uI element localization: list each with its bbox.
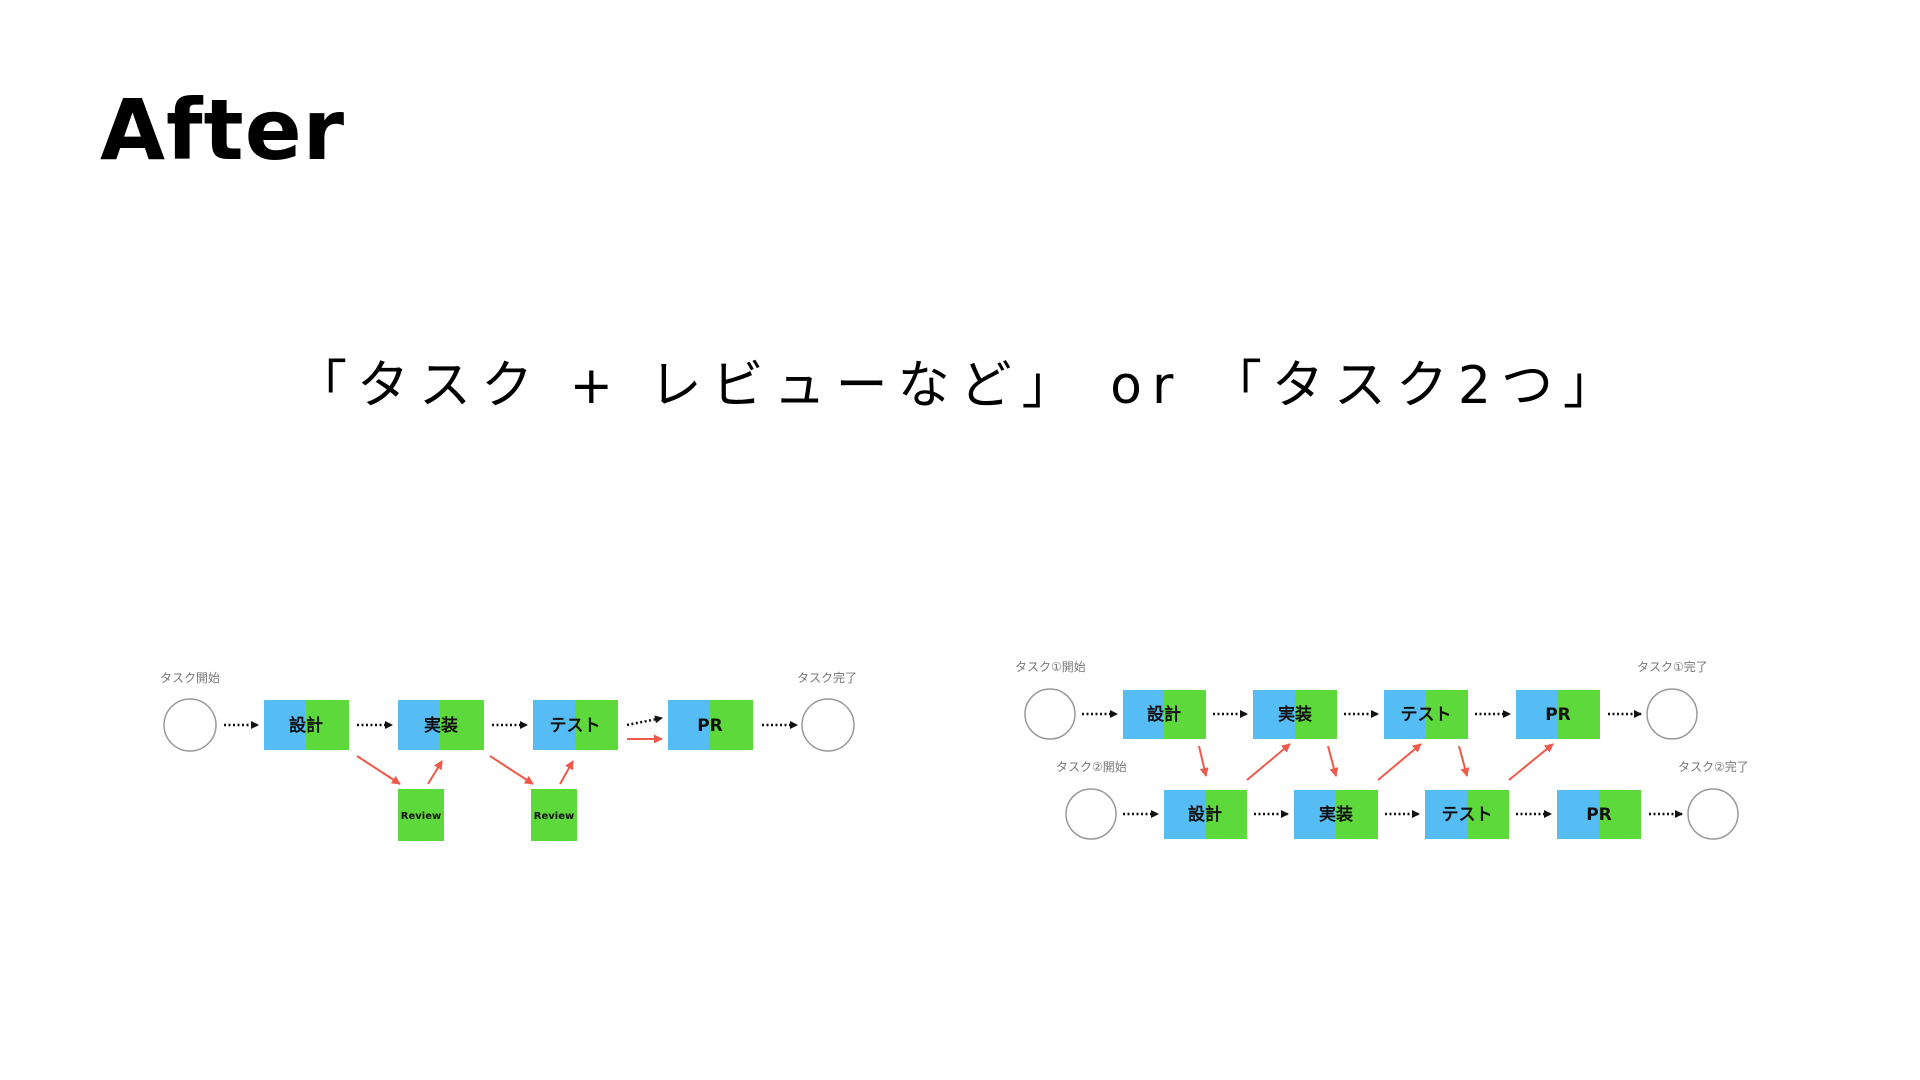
step-label: PR xyxy=(1545,705,1571,725)
task-end-label: タスク完了 xyxy=(797,670,857,685)
step-label: PR xyxy=(1586,805,1612,825)
review-label: Review xyxy=(534,811,574,822)
review-arrow xyxy=(356,755,401,785)
task-end-node xyxy=(801,698,855,752)
review-arrow xyxy=(427,760,443,785)
review-box-1: Review xyxy=(398,789,444,841)
review-label: Review xyxy=(401,811,441,822)
task2-step-pr: PR xyxy=(1557,790,1641,839)
task2-end-label: タスク②完了 xyxy=(1678,759,1749,774)
task2-start-label: タスク②開始 xyxy=(1056,760,1127,774)
cross-arrow xyxy=(1458,745,1470,777)
step-label: 設計 xyxy=(289,715,323,736)
flow-arrow xyxy=(626,715,663,727)
step-pr: PR xyxy=(668,700,753,750)
task2-start-node xyxy=(1065,788,1117,840)
cross-arrow xyxy=(1508,743,1554,781)
task1-start-label: タスク①開始 xyxy=(1015,660,1086,674)
task2-step-implement: 実装 xyxy=(1294,790,1378,839)
step-implement: 実装 xyxy=(398,700,484,750)
step-label: 設計 xyxy=(1188,804,1222,825)
review-box-2: Review xyxy=(531,789,577,841)
cross-arrow xyxy=(1198,745,1209,777)
step-label: 設計 xyxy=(1147,704,1181,725)
slide-subtitle: 「タスク + レビューなど」 or 「タスク2つ」 xyxy=(295,356,1625,416)
task1-step-implement: 実装 xyxy=(1253,690,1337,739)
task2-step-design: 設計 xyxy=(1164,790,1247,839)
slide-title: After xyxy=(100,81,346,179)
task1-step-test: テスト xyxy=(1384,690,1468,739)
flow-arrows xyxy=(224,715,798,729)
task2-step-test: テスト xyxy=(1425,790,1509,839)
task-start-label: タスク開始 xyxy=(160,671,220,685)
step-label: 実装 xyxy=(424,715,458,736)
step-label: 実装 xyxy=(1319,804,1353,825)
task-start-node xyxy=(163,698,217,752)
review-arrows xyxy=(356,734,663,785)
review-arrow xyxy=(559,760,574,785)
left-diagram: タスク開始 タスク完了 設計 実装 テスト PR Review xyxy=(160,670,857,841)
step-label: テスト xyxy=(550,716,601,736)
flow-arrows xyxy=(1082,710,1683,818)
step-test: テスト xyxy=(533,700,618,750)
review-arrow xyxy=(489,755,534,785)
step-label: テスト xyxy=(1401,705,1452,725)
task1-step-design: 設計 xyxy=(1123,690,1206,739)
task1-step-pr: PR xyxy=(1516,690,1600,739)
step-label: PR xyxy=(697,716,723,736)
task1-start-node xyxy=(1024,688,1076,740)
step-label: テスト xyxy=(1442,805,1493,825)
cross-arrow xyxy=(1246,743,1291,781)
cross-arrow xyxy=(1377,743,1422,781)
step-design: 設計 xyxy=(264,700,349,750)
cross-task-arrows xyxy=(1198,743,1554,781)
right-diagram: タスク①開始 タスク①完了 タスク②開始 タスク②完了 設計 実装 テスト PR xyxy=(1015,659,1749,840)
task1-end-node xyxy=(1646,688,1698,740)
task2-end-node xyxy=(1687,788,1739,840)
cross-arrow xyxy=(1327,745,1339,777)
step-label: 実装 xyxy=(1278,704,1312,725)
task1-end-label: タスク①完了 xyxy=(1637,659,1708,674)
